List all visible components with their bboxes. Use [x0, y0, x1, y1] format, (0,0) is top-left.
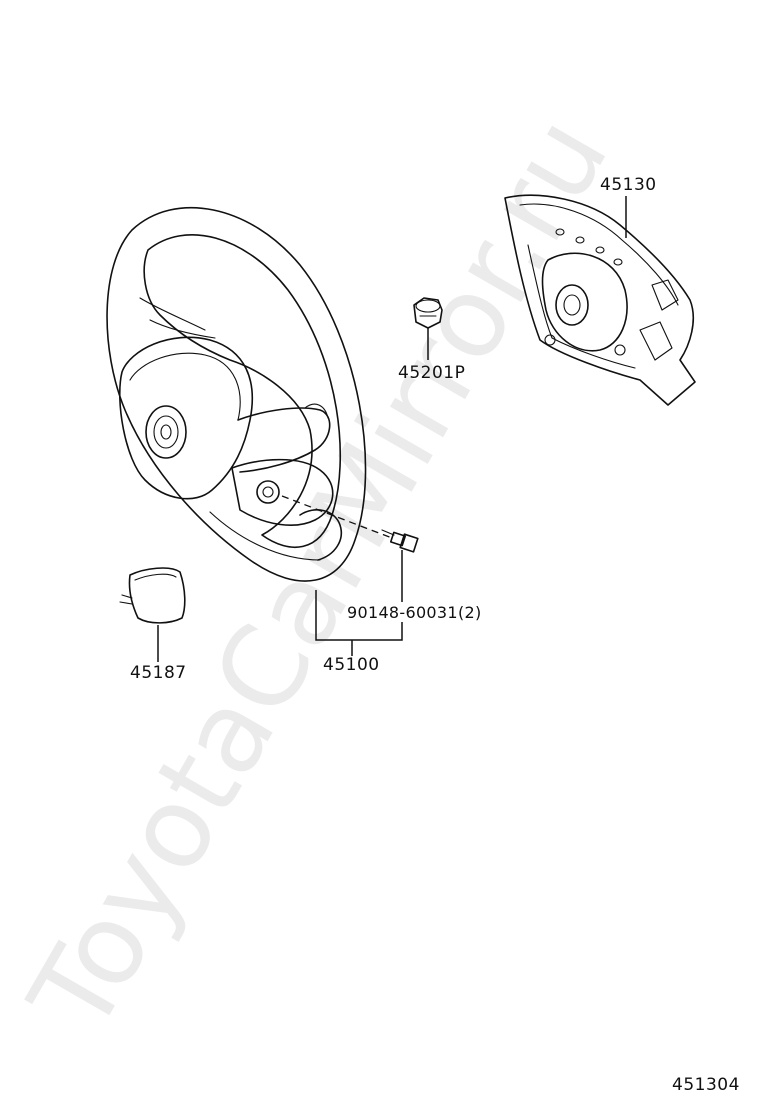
horn-pad-drawing: [504, 194, 696, 406]
watermark: ToyotaCarMirror.ru: [5, 96, 633, 1054]
bolt-drawing: [381, 529, 419, 553]
cover-drawing: [119, 567, 186, 624]
steering-wheel-drawing: [106, 206, 393, 582]
nut-drawing: [413, 297, 443, 329]
part-label-45201p: 45201P: [398, 363, 465, 383]
part-label-bolt: 90148-60031: [347, 603, 458, 622]
bolt-quantity: (2): [458, 603, 482, 622]
part-label-45100: 45100: [323, 655, 380, 675]
diagram-code: 451304: [672, 1075, 740, 1095]
part-label-45130: 45130: [600, 175, 657, 195]
leader-45100: [315, 590, 403, 656]
part-label-45187: 45187: [130, 663, 187, 683]
